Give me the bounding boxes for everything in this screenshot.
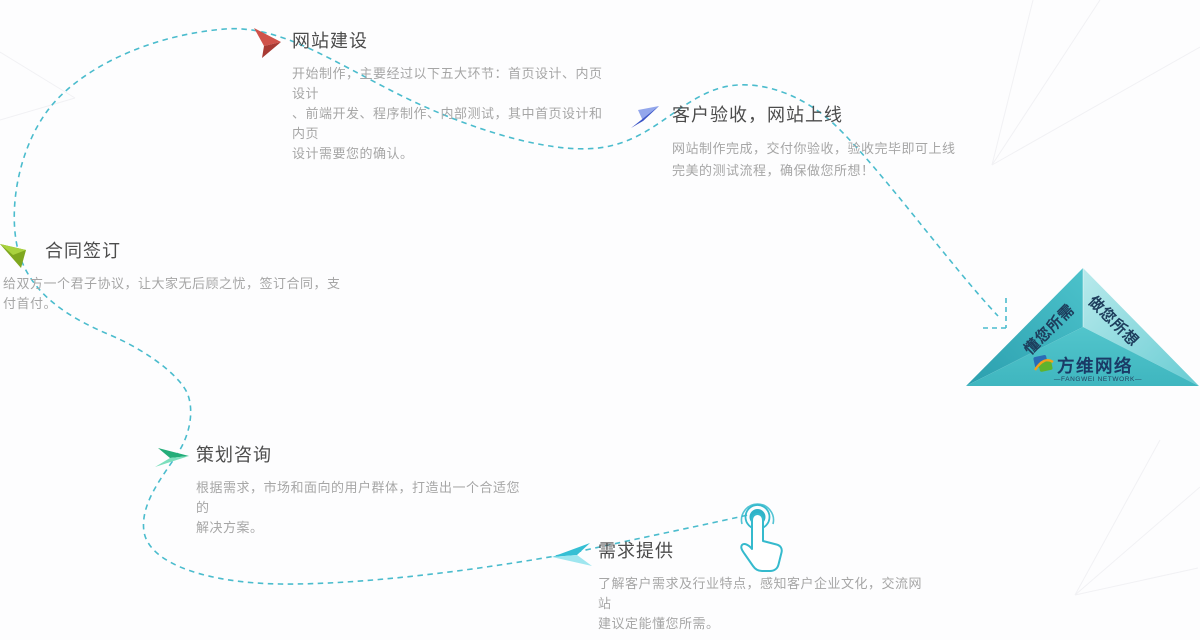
step-demand-title: 需求提供 bbox=[598, 541, 674, 561]
arrow-acceptance-icon bbox=[631, 106, 659, 128]
brand-name: 方维网络 bbox=[1057, 356, 1133, 376]
step-acceptance-title: 客户验收，网站上线 bbox=[672, 105, 843, 125]
step-demand-desc: 了解客户需求及行业特点，感知客户企业文化，交流网站 建议定能懂您所需。 bbox=[598, 576, 923, 631]
tap-gesture-icon bbox=[740, 503, 783, 572]
step-build-desc: 开始制作，主要经过以下五大环节：首页设计、内页设计 、前端开发、程序制作、内部测… bbox=[292, 66, 603, 161]
path-end-bracket bbox=[981, 298, 1007, 329]
arrow-contract-icon bbox=[0, 244, 26, 268]
process-path bbox=[13, 27, 999, 585]
pyramid-front-face bbox=[966, 327, 1199, 386]
step-acceptance-desc: 网站制作完成，交付你验收，验收完毕即可上线 完美的测试流程，确保做您所想！ bbox=[672, 141, 956, 178]
step-demand: 需求提供 了解客户需求及行业特点，感知客户企业文化，交流网站 建议定能懂您所需。 bbox=[598, 537, 928, 634]
arrow-build-icon bbox=[254, 28, 281, 58]
step-planning: 策划咨询 根据需求，市场和面向的用户群体，打造出一个合适您的 解决方案。 bbox=[196, 441, 526, 538]
step-acceptance: 客户验收，网站上线 网站制作完成，交付你验收，验收完毕即可上线 完美的测试流程，… bbox=[672, 101, 1012, 182]
pyramid-right-face bbox=[1083, 268, 1199, 386]
arrow-planning-icon bbox=[155, 448, 189, 467]
step-planning-title: 策划咨询 bbox=[196, 445, 272, 465]
decor-lines bbox=[0, 0, 1200, 596]
brand-pyramid: 懂您所需 做您所想 方维网络 —FANGWEI NETWORK— bbox=[966, 268, 1199, 386]
step-contract-desc: 给双方一个君子协议，让大家无后顾之忧，签订合同，支 付首付。 bbox=[3, 276, 341, 311]
fangwei-logo-icon bbox=[1033, 355, 1054, 372]
step-build-title: 网站建设 bbox=[292, 31, 368, 51]
step-planning-desc: 根据需求，市场和面向的用户群体，打造出一个合适您的 解决方案。 bbox=[196, 480, 521, 535]
pyramid-left-face bbox=[966, 268, 1083, 386]
step-build: 网站建设 开始制作，主要经过以下五大环节：首页设计、内页设计 、前端开发、程序制… bbox=[292, 27, 614, 164]
arrow-demand-icon bbox=[552, 543, 592, 566]
step-contract: 合同签订 给双方一个君子协议，让大家无后顾之忧，签订合同，支 付首付。 bbox=[3, 237, 343, 314]
step-contract-title: 合同签订 bbox=[45, 241, 121, 261]
brand-name-en: —FANGWEI NETWORK— bbox=[1054, 376, 1142, 383]
